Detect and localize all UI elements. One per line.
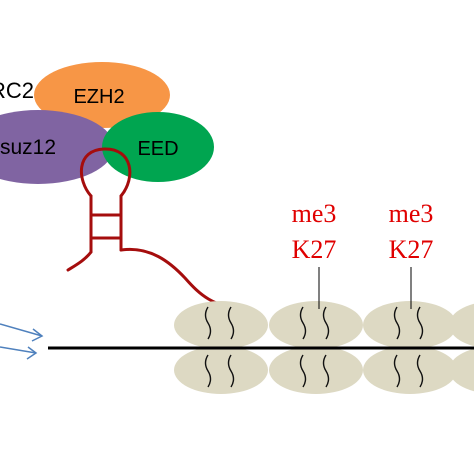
nucleosome-1 (174, 301, 268, 394)
arrow-upper-head (31, 328, 44, 342)
arrow-lower-head (26, 346, 38, 360)
mark-1-mod: me3 (292, 199, 337, 228)
nucleosome-array (174, 301, 474, 394)
suz12-label: suz12 (0, 136, 56, 159)
arrow-lower (0, 346, 37, 354)
histone-tails (204, 306, 424, 388)
mark-2-mod: me3 (389, 199, 434, 228)
eed-label: EED (137, 138, 178, 160)
ezh2-label: EZH2 (73, 86, 124, 108)
transcription-arrows (0, 323, 44, 360)
rna-5prime-tail (66, 250, 93, 272)
nucleosome-2 (269, 301, 363, 394)
mark-2-residue: K27 (389, 235, 434, 264)
nucleosome-4 (449, 303, 474, 392)
suz12-subunit (0, 110, 114, 184)
arrow-upper (0, 323, 43, 337)
nucleosome-3 (363, 301, 457, 394)
ezh2-subunit (34, 62, 170, 128)
rna-loop (79, 147, 132, 198)
rna-3prime-tail (119, 247, 249, 312)
prc2-label: RC2 (0, 78, 34, 103)
mark-1-residue: K27 (292, 235, 337, 264)
